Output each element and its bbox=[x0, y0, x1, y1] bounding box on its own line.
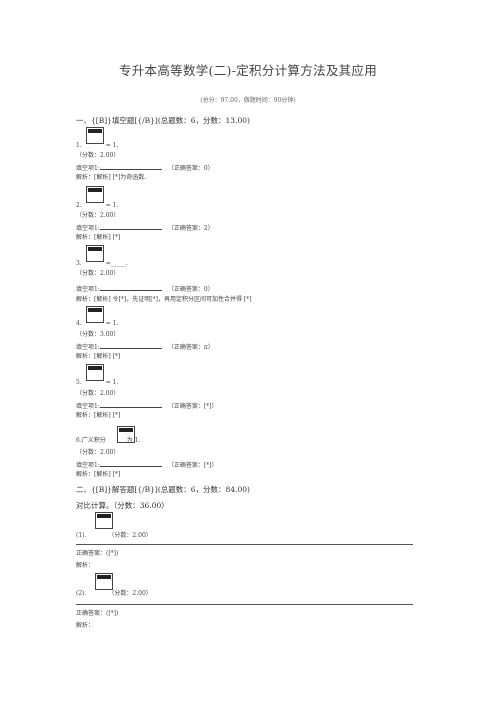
formula-image bbox=[86, 245, 104, 262]
fill-line: 填空项1:（正确答案：0） bbox=[76, 163, 214, 172]
answer-blank[interactable] bbox=[99, 223, 162, 230]
exam-meta: (总分：97.00，做题时间：90分钟) bbox=[200, 97, 296, 104]
formula-image bbox=[86, 364, 104, 381]
answer-blank[interactable] bbox=[99, 342, 162, 349]
fill-line: 填空项1:（正确答案：[*]） bbox=[76, 401, 218, 410]
question-analysis: 解析：[解析] [*]为奇函数. bbox=[76, 174, 147, 181]
question-line: 5.= 1. bbox=[76, 379, 119, 386]
section-1-heading: 一、{[B]}填空题[{/B}](总题数：6，分数：13.00) bbox=[76, 116, 250, 125]
question-line: 6.广义积分为 1. bbox=[76, 437, 141, 444]
formula-image bbox=[86, 186, 104, 203]
question-line: 1.= 1. bbox=[76, 142, 119, 149]
answer-blank[interactable] bbox=[99, 284, 162, 291]
formula-image bbox=[95, 573, 113, 590]
question-line: 3.=_____. bbox=[76, 260, 128, 267]
fill-line: 填空项1:（正确答案：[*]） bbox=[76, 460, 218, 469]
answer-blank[interactable] bbox=[99, 460, 162, 467]
question-score: （分数：2.00） bbox=[76, 390, 120, 397]
formula-image bbox=[86, 127, 104, 144]
sub-question-line: (2).（分数：2.00） bbox=[76, 590, 152, 597]
question-analysis: 解析：[解析] [*] bbox=[76, 471, 121, 478]
question-line: 4.= 1. bbox=[76, 320, 119, 327]
sub-question-line: (1).（分数：2.00） bbox=[76, 532, 152, 539]
formula-image bbox=[117, 426, 135, 443]
answer-blank[interactable] bbox=[99, 163, 162, 170]
section-2-intro: 对比计算。（分数：36.00） bbox=[76, 501, 169, 510]
question-analysis: 解析：[解析] 令[*]，先证明[*]，再用定积分区间可加性合并得 [*] bbox=[76, 296, 252, 303]
question-score: （分数：2.00） bbox=[76, 449, 120, 456]
question-score: （分数：2.00） bbox=[76, 152, 120, 159]
question-score: （分数：2.00） bbox=[76, 212, 120, 219]
question-analysis: 解析：[解析] [*] bbox=[76, 412, 121, 419]
formula-image bbox=[95, 512, 113, 529]
question-analysis: 解析：[解析] [*] bbox=[76, 234, 121, 241]
formula-image bbox=[86, 306, 104, 323]
fill-line: 填空项1:（正确答案：2） bbox=[76, 223, 214, 232]
question-analysis: 解析：[解析] [*] bbox=[76, 353, 121, 360]
answer-rule bbox=[76, 544, 413, 545]
question-score: （分数：2.00） bbox=[76, 270, 120, 277]
sub-analysis: 解析： bbox=[76, 562, 95, 569]
answer-blank[interactable] bbox=[99, 401, 162, 408]
section-2-heading: 二、{[B]}解答题[{/B}](总题数：6，分数：84.00) bbox=[76, 485, 250, 494]
fill-line: 填空项1:（正确答案：0） bbox=[76, 284, 214, 293]
sub-analysis: 解析： bbox=[76, 622, 95, 629]
page-title: 专升本高等数学(二)-定积分计算方法及其应用 bbox=[118, 63, 378, 78]
correct-answer: 正确答案：([*]) bbox=[76, 610, 119, 617]
fill-line: 填空项1:（正确答案：π） bbox=[76, 342, 214, 351]
answer-rule bbox=[76, 604, 413, 605]
correct-answer: 正确答案：([*]) bbox=[76, 550, 119, 557]
question-line: 2.= 1. bbox=[76, 202, 119, 209]
question-score: （分数：3.00） bbox=[76, 331, 120, 338]
